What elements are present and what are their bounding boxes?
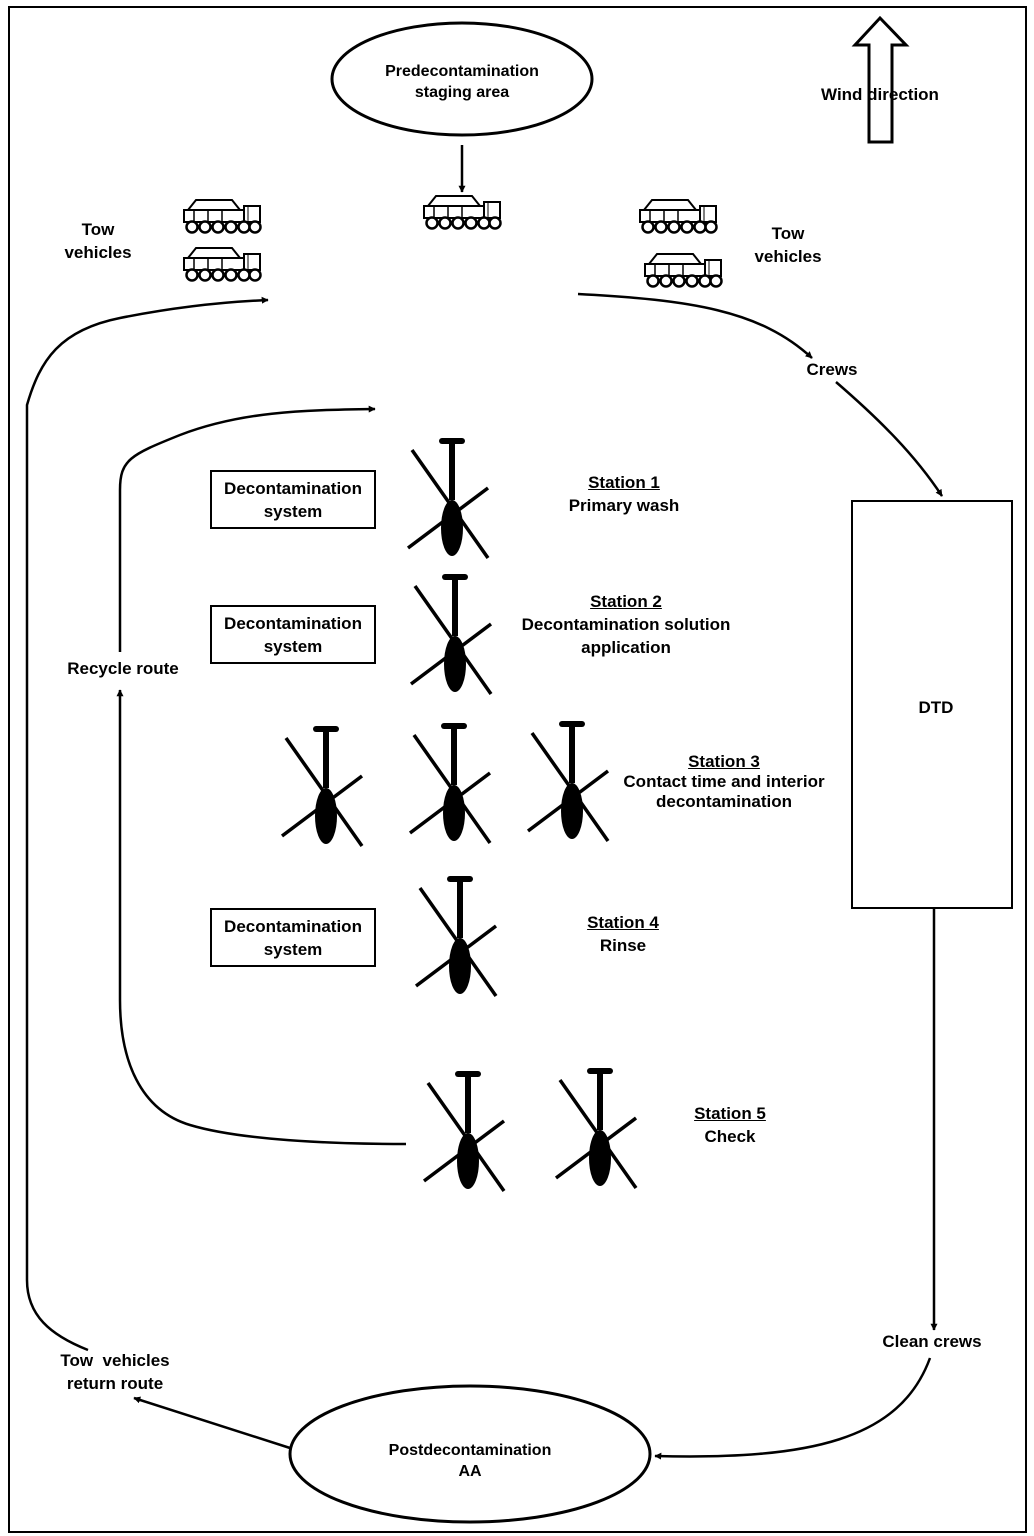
clean-crews-arrow [654,1357,932,1460]
post-oval [288,1384,652,1524]
truck-icon [638,198,718,234]
staging-oval [330,21,594,137]
recycle-route-lower [116,689,407,1146]
crews-arrow [577,292,813,359]
wind-direction-label: Wind direction [821,85,939,104]
helicopter-icon [422,1069,506,1193]
crews-label: Crews [806,360,858,379]
helicopter-icon [408,721,492,845]
helicopter-icon [280,724,364,848]
helicopter-icon [406,436,490,560]
dtd-box [851,500,1013,909]
recycle-route-label: Recycle route [67,659,179,678]
outer-return-path [25,296,269,1352]
helicopter-icon [554,1066,638,1190]
dtd-label: DTD [918,698,954,717]
truck-icon [422,194,502,230]
truck-icon [643,252,723,288]
tow-return-arrow [133,1396,291,1450]
helicopter-icon [414,874,498,998]
helicopter-icon [409,572,493,696]
truck-icon [182,246,262,282]
recycle-route-upper [118,405,376,652]
wind-arrow-icon [851,15,910,144]
clean-crews-label: Clean crews [882,1332,982,1351]
truck-icon [182,198,262,234]
crews-to-dtd-arrow [835,381,944,497]
diagram-frame [8,6,1027,1533]
helicopter-icon [526,719,610,843]
